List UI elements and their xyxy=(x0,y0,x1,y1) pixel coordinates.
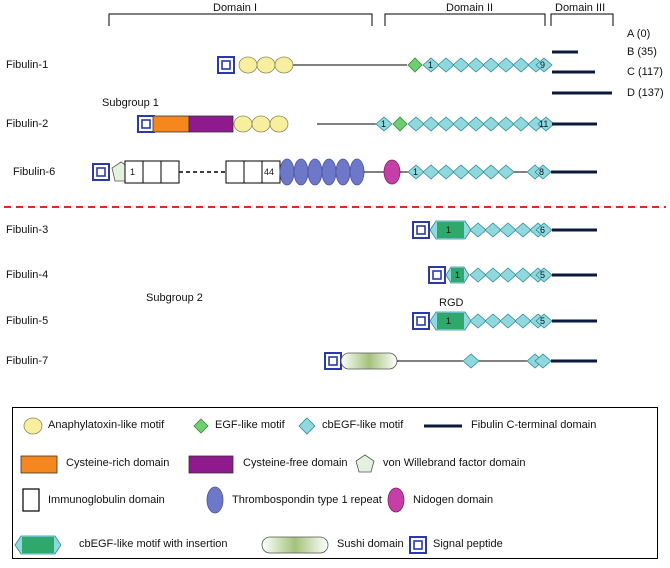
fibulin-5-last-count: 5 xyxy=(540,316,546,326)
legend-ig: Immunoglobulin domain xyxy=(48,494,165,506)
egf-like-icon xyxy=(407,57,423,73)
fibulin-3-first-count: 1 xyxy=(446,225,452,235)
fibulin-6-first-count: 1 xyxy=(413,167,419,177)
legend-vwf: von Willebrand factor domain xyxy=(383,457,526,469)
fibulin-6-label: Fibulin-6 xyxy=(13,166,56,178)
legend-cbegf-ins: cbEGF-like motif with insertion xyxy=(79,538,228,550)
fibulin-4-structure xyxy=(428,266,597,284)
signal-peptide-icon xyxy=(217,56,235,74)
fibulin-2-first-count: 1 xyxy=(381,119,387,129)
legend-cys-rich: Cysteine-rich domain xyxy=(66,457,170,469)
fibulin-2-structure xyxy=(137,115,597,133)
fibulin-4-last-count: 5 xyxy=(540,270,546,280)
fibulin-3-last-count: 6 xyxy=(540,225,546,235)
isoform-b-label: B (35) xyxy=(627,46,657,58)
legend-anaphylatoxin: Anaphylatoxin-like motif xyxy=(48,419,165,431)
subgroup-1-label: Subgroup 1 xyxy=(102,97,159,109)
legend-tsp: Thrombospondin type 1 repeat xyxy=(232,494,382,506)
legend-nidogen: Nidogen domain xyxy=(413,494,494,506)
legend-cbegf: cbEGF-like motif xyxy=(322,419,404,431)
domain-iii-label: Domain III xyxy=(555,2,606,14)
domain-i-bracket xyxy=(108,13,373,26)
domain-ii-label: Domain II xyxy=(446,2,494,14)
subgroup-2-label: Subgroup 2 xyxy=(146,292,203,304)
legend-signal: Signal peptide xyxy=(433,538,503,550)
legend-sushi: Sushi domain xyxy=(337,538,404,550)
legend-egf: EGF-like motif xyxy=(215,419,285,431)
fibulin-4-first-count: 1 xyxy=(455,270,461,280)
fibulin-5-first-count: 1 xyxy=(446,316,452,326)
fibulin-1-label: Fibulin-1 xyxy=(6,59,49,71)
fibulin-7-label: Fibulin-7 xyxy=(6,355,49,367)
fibulin-7-structure xyxy=(324,352,597,370)
isoform-d-label: D (137) xyxy=(627,87,664,99)
fibulin-2-label: Fibulin-2 xyxy=(6,118,49,130)
fibulin-3-label: Fibulin-3 xyxy=(6,224,49,236)
legend xyxy=(12,407,658,559)
legend-icons xyxy=(14,417,462,555)
fibulin-2-last-count: 11 xyxy=(539,119,549,129)
fibulin-5-structure xyxy=(412,311,597,331)
isoform-a-label: A (0) xyxy=(627,28,651,40)
isoform-c-label: C (117) xyxy=(627,66,663,78)
fibulin-1-structure xyxy=(217,56,553,74)
fibulin-5-label: Fibulin-5 xyxy=(6,315,49,327)
domain-ii-bracket xyxy=(384,13,546,26)
fibulin-6-last-count: 8 xyxy=(539,167,545,177)
legend-cys-free: Cysteine-free domain xyxy=(243,457,348,469)
fibulin-3-structure xyxy=(412,220,597,240)
rgd-label: RGD xyxy=(439,297,464,309)
domain-iii-bracket xyxy=(550,13,614,26)
legend-fibulin-c: Fibulin C-terminal domain xyxy=(471,419,597,431)
fibulin-6-structure xyxy=(92,158,597,186)
domain-i-label: Domain I xyxy=(213,2,258,14)
fibulin-1-first-count: 1 xyxy=(428,60,434,70)
fibulin-4-label: Fibulin-4 xyxy=(6,269,49,281)
fibulin-6-ig-last-count: 44 xyxy=(264,167,275,177)
fibulin-1-last-count: 9 xyxy=(540,60,546,70)
fibulin-6-ig-first-count: 1 xyxy=(130,167,136,177)
